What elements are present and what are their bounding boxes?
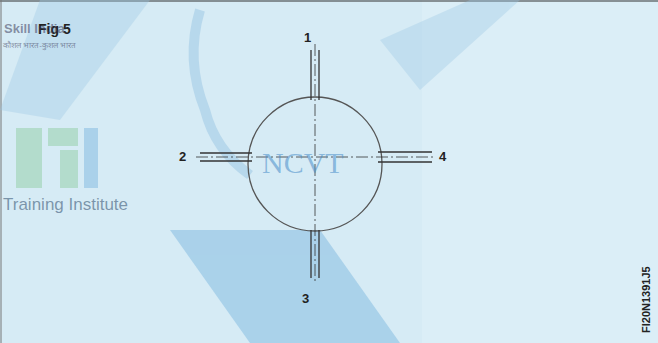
branch-line [310, 230, 311, 278]
watermark-wreath [194, 10, 250, 175]
shaft-drawing [196, 44, 436, 284]
watermark-mark [16, 128, 42, 188]
watermark-band [170, 230, 400, 343]
watermark: NCVT [262, 148, 344, 178]
watermark: Training Institute [3, 196, 128, 213]
callout-number: 1 [304, 31, 311, 44]
branch-line [378, 151, 432, 152]
watermark: Skill India [4, 22, 65, 35]
frame-line [1, 0, 2, 343]
watermark-band [380, 0, 520, 90]
callout-number: 4 [439, 150, 446, 163]
callout-number: 2 [179, 150, 186, 163]
callout-number: 3 [302, 292, 309, 305]
branch-line [318, 230, 319, 278]
branch-line [378, 161, 432, 162]
watermark-mark [48, 128, 78, 146]
watermark: कौशल भारत-कुशल भारत [3, 42, 76, 50]
watermark-logo [0, 0, 520, 343]
watermark-mark [84, 128, 98, 188]
watermark-band [0, 0, 150, 120]
branch-line [310, 50, 311, 100]
watermark-mark [60, 150, 78, 188]
branch-line [200, 152, 252, 153]
figure-code: FI20N1391J5 [641, 266, 652, 333]
branch-line [318, 50, 319, 100]
branch-line [200, 160, 252, 161]
